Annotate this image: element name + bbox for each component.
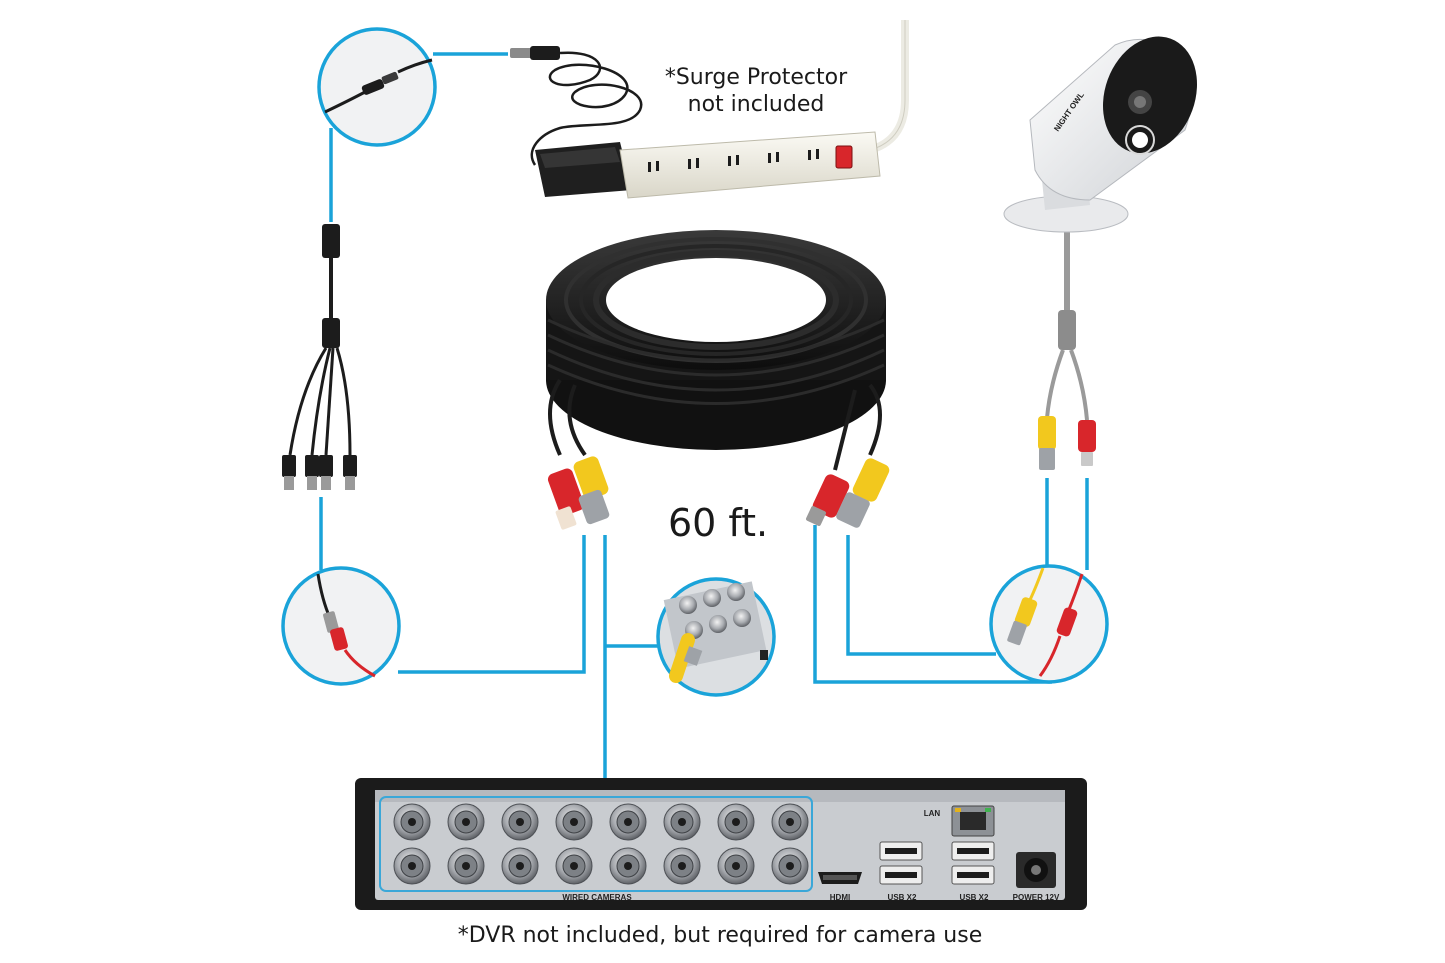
security-camera: NIGHT OWL: [1003, 36, 1198, 470]
bnc-port: [501, 847, 539, 885]
bnc-port: [393, 803, 431, 841]
bnc-port: [771, 847, 809, 885]
bnc-port: [609, 803, 647, 841]
bnc-port: [501, 803, 539, 841]
connector-lines: [319, 52, 1089, 785]
surge-note-line2: not included: [688, 92, 825, 117]
dc-to-camera-closeup: [281, 566, 401, 686]
bnc-port: [555, 803, 593, 841]
surge-note-line1: *Surge Protector: [665, 65, 848, 90]
wired-cameras-label: WIRED CAMERAS: [562, 893, 632, 902]
hdmi-label: HDMI: [830, 893, 850, 902]
bnc-closeup: [656, 577, 776, 697]
usb-port-right: [951, 841, 995, 885]
bnc-port: [447, 803, 485, 841]
dvr-recorder: WIRED CAMERAS HDMI USB X2 USB X2 LAN POW…: [355, 778, 1087, 910]
bnc-port: [447, 847, 485, 885]
bnc-port: [717, 847, 755, 885]
lan-port: [951, 805, 995, 837]
bnc-port: [555, 847, 593, 885]
dc-splitter: [282, 224, 357, 490]
usb-port-left: [879, 841, 923, 885]
bnc-port-grid: [393, 803, 809, 885]
dvr-note: *DVR not included, but required for came…: [458, 923, 983, 948]
cable-coil: [546, 230, 886, 471]
bnc-port: [771, 803, 809, 841]
camera-joint-closeup: [989, 564, 1109, 684]
bnc-port: [609, 847, 647, 885]
cable-right-connectors: [806, 458, 890, 528]
cable-length-label: 60 ft.: [668, 501, 768, 545]
bnc-port: [663, 847, 701, 885]
hdmi-port: [818, 872, 862, 884]
bnc-port: [663, 803, 701, 841]
power-label: POWER 12V: [1013, 893, 1060, 902]
usb-right-label: USB X2: [960, 893, 989, 902]
bnc-port: [393, 847, 431, 885]
dc-joint-closeup: [317, 27, 437, 147]
usb-left-label: USB X2: [888, 893, 917, 902]
lan-label: LAN: [924, 809, 941, 818]
surge-protector: [619, 20, 909, 199]
power-adapter: [510, 46, 643, 197]
cable-left-connectors: [547, 456, 610, 530]
bnc-port: [717, 803, 755, 841]
power-port: [1016, 852, 1056, 888]
